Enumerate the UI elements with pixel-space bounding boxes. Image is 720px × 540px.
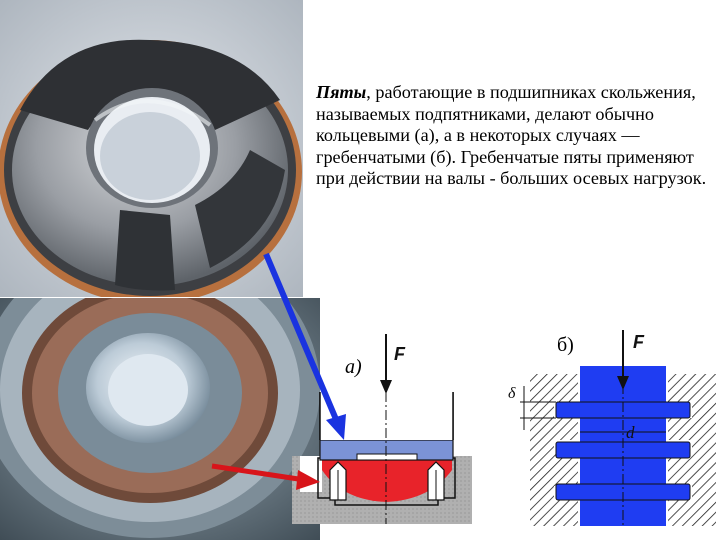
caption-term: Пяты — [316, 82, 367, 102]
diagram-a-red-bearing — [322, 460, 452, 502]
description-text: Пяты, работающие в подшипниках скольжени… — [316, 82, 718, 190]
diagram-b-comb-bearing: d δ F — [508, 330, 716, 526]
thrust-ring-photo — [0, 0, 303, 297]
diagram-b-dimension-d: d — [626, 423, 635, 442]
diagram-a-force-label: F — [394, 344, 406, 364]
diagram-a-ring-bearing: F — [292, 334, 472, 524]
diagram-b-dimension-delta: δ — [508, 385, 516, 402]
diagram-b-label: б) — [557, 334, 574, 356]
red-pointer-arrow — [211, 463, 320, 490]
diagram-b-force-label: F — [633, 332, 645, 352]
diagram-a-label: а) — [345, 356, 362, 378]
caption-body: , работающие в подшипниках скольжения, н… — [316, 82, 707, 189]
blue-pointer-arrow — [263, 252, 346, 440]
